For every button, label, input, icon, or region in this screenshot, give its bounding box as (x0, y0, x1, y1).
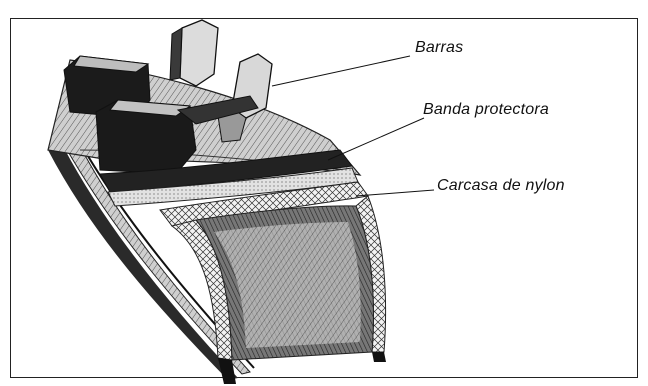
banda-leader-line (328, 118, 424, 160)
barras-leader-line (272, 56, 410, 86)
label-banda-protectora: Banda protectora (423, 101, 549, 119)
label-carcasa-de-nylon: Carcasa de nylon (437, 177, 565, 195)
label-barras: Barras (415, 39, 463, 57)
carcasa-leader-line (356, 190, 434, 196)
